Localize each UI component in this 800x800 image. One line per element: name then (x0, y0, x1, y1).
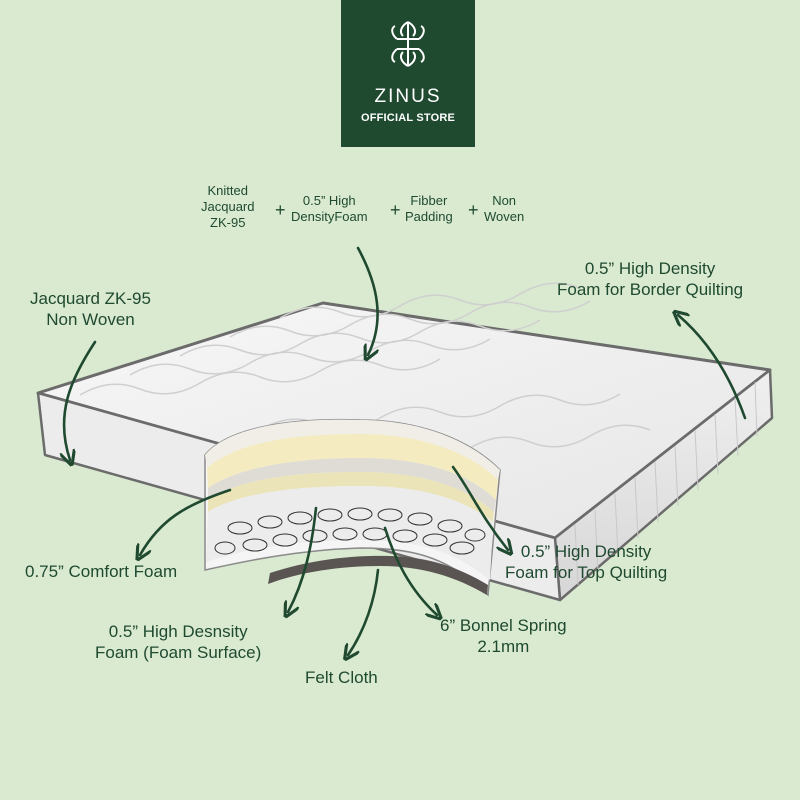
arrow-border-quilting (678, 315, 747, 420)
top-layer-knitted-jacquard: Knitted Jacquard ZK-95 (201, 183, 255, 230)
arrow-top-layers (356, 246, 378, 355)
side-stitching (574, 381, 758, 586)
arrow-comfort-foam (140, 488, 232, 555)
callout-felt-cloth: Felt Cloth (305, 668, 378, 687)
top-layer-fibber-padding: Fibber Padding (405, 193, 453, 224)
arrow-jacquard (64, 340, 97, 460)
plus-sign: + (390, 200, 401, 220)
arrow-top-quilting (451, 465, 508, 550)
brand-badge: ZINUS OFFICIAL STORE (341, 0, 475, 147)
arrow-foam-surface (288, 506, 318, 612)
callout-jacquard: Jacquard ZK-95 Non Woven (30, 289, 151, 329)
leaf-monogram-icon (391, 21, 425, 67)
top-layer-non-woven: Non Woven (484, 193, 525, 224)
callout-top-quilting: 0.5” High Density Foam for Top Quilting (505, 542, 668, 582)
plus-sign: + (275, 200, 286, 220)
arrow-bonnel-spring (383, 526, 437, 615)
felt-layer (268, 555, 488, 595)
callout-border-quilting: 0.5” High Density Foam for Border Quilti… (557, 259, 744, 299)
quilt-layer (205, 419, 500, 480)
foam-surface-layer (208, 472, 494, 522)
callout-bonnel-spring: 6” Bonnel Spring 2.1mm (440, 616, 567, 656)
callout-comfort-foam: 0.75” Comfort Foam (25, 562, 178, 581)
yellow-foam-layer (207, 434, 498, 500)
bonnel-springs (214, 507, 486, 555)
spring-layer (206, 486, 493, 580)
callout-foam-surface: 0.5” High Desnsity Foam (Foam Surface) (95, 622, 262, 662)
top-layer-high-density-foam: 0.5” High DensityFoam (291, 193, 368, 224)
brand-subtitle: OFFICIAL STORE (360, 112, 456, 124)
comfort-foam-layer (208, 458, 496, 512)
plus-sign: + (468, 200, 479, 220)
arrow-felt-cloth (348, 568, 380, 655)
brand-name: ZINUS (374, 86, 442, 107)
